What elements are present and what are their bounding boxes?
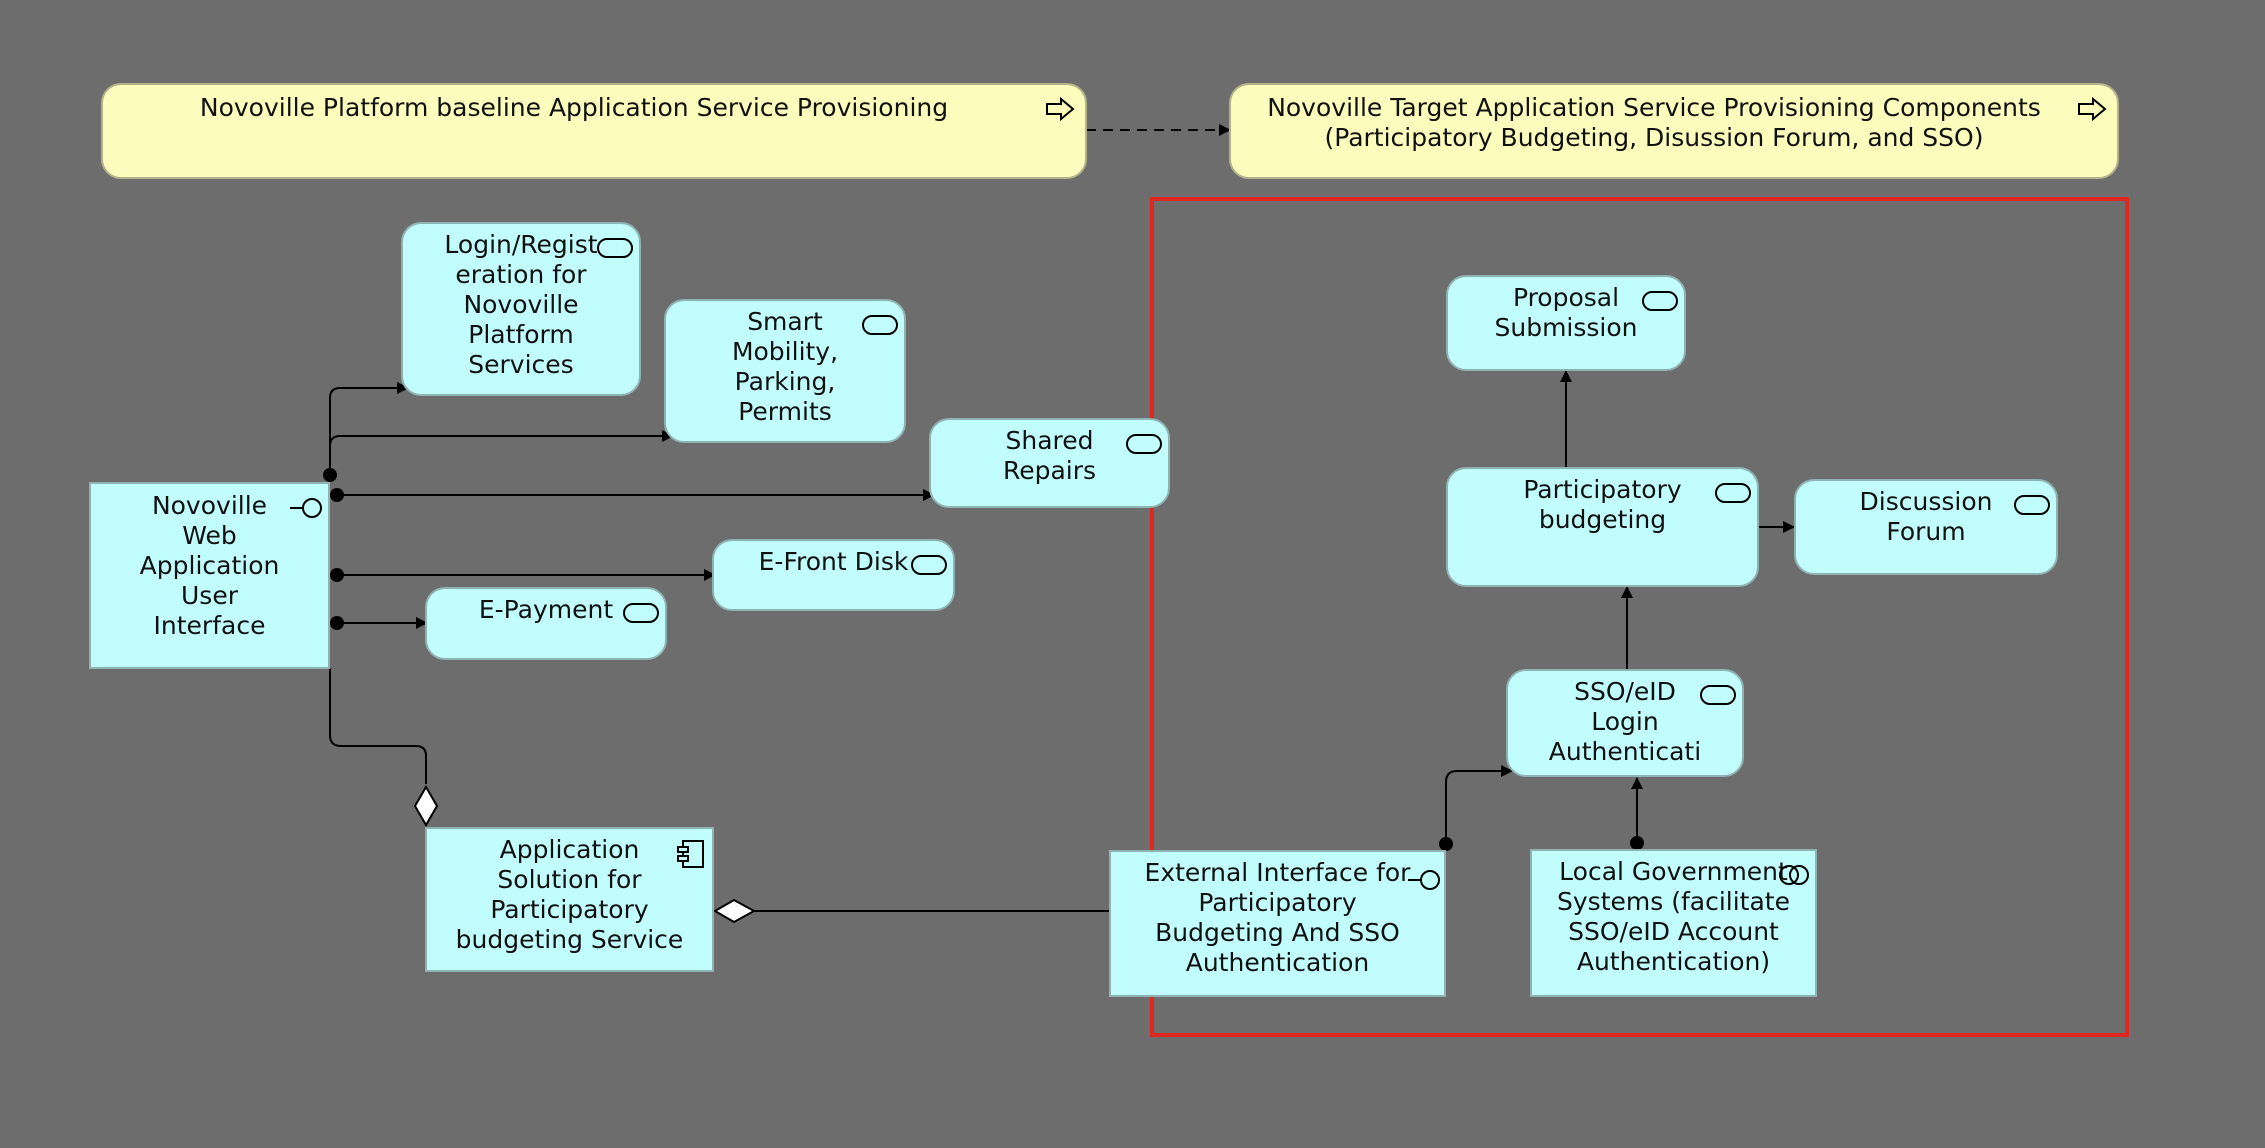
epayment-service-node[interactable]: E-Payment <box>425 587 667 660</box>
aggregation-diamond <box>713 898 757 924</box>
service-icon <box>1124 432 1164 456</box>
discussion-forum-service-node[interactable]: Discussion Forum <box>1794 479 2058 575</box>
proposal-submission-service-label: Proposal Submission <box>1494 283 1638 342</box>
external-interface-label: External Interface for Participatory Bud… <box>1144 858 1411 977</box>
service-icon <box>595 236 635 260</box>
junction-dot <box>1630 836 1644 850</box>
web-ui-to-login-connector <box>329 382 409 475</box>
junction-dot <box>1439 837 1453 851</box>
web-ui-interface-node[interactable]: Novoville Web Application User Interface <box>89 482 330 669</box>
plateau-target[interactable]: Novoville Target Application Service Pro… <box>1229 83 2119 179</box>
login-service-label: Login/Regist eration for Novoville Platf… <box>444 230 598 379</box>
proposal-submission-service-node[interactable]: Proposal Submission <box>1446 275 1686 371</box>
smart-mobility-service-node[interactable]: Smart Mobility, Parking, Permits <box>664 299 906 443</box>
epayment-service-label: E-Payment <box>478 595 614 624</box>
login-service-node[interactable]: Login/Regist eration for Novoville Platf… <box>401 222 641 396</box>
plateau-target-label: Novoville Target Application Service Pro… <box>1267 93 2041 152</box>
service-icon <box>1640 289 1680 313</box>
interface-icon <box>288 496 324 520</box>
participatory-budgeting-service-node[interactable]: Participatory budgeting <box>1446 467 1759 587</box>
service-icon <box>860 313 900 337</box>
service-icon <box>909 553 949 577</box>
web-ui-to-smart-mobility-connector <box>329 430 674 475</box>
local-gov-collaboration-label: Local Government Systems (facilitate SSO… <box>1557 857 1790 976</box>
discussion-forum-service-label: Discussion Forum <box>1859 487 1993 546</box>
plateau-arrow-icon <box>1039 97 1079 121</box>
sso-service-label: SSO/eID Login Authenticati <box>1548 677 1702 766</box>
junction-dot <box>330 568 344 582</box>
plateau-baseline-label: Novoville Platform baseline Application … <box>199 93 949 122</box>
service-icon <box>2012 493 2052 517</box>
sso-service-node[interactable]: SSO/eID Login Authenticati <box>1506 669 1744 777</box>
external-interface-to-sso-connector <box>1445 765 1513 844</box>
smart-mobility-service-label: Smart Mobility, Parking, Permits <box>731 307 839 426</box>
component-icon <box>674 839 708 871</box>
junction-dot <box>330 488 344 502</box>
shared-repairs-service-node[interactable]: Shared Repairs <box>929 418 1170 508</box>
junction-dot <box>323 468 337 482</box>
app-solution-component-label: Application Solution for Participatory b… <box>455 835 684 954</box>
external-interface-node[interactable]: External Interface for Participatory Bud… <box>1109 850 1446 997</box>
plateau-baseline[interactable]: Novoville Platform baseline Application … <box>101 83 1087 179</box>
efront-disk-service-label: E-Front Disk <box>758 547 909 576</box>
service-icon <box>1713 481 1753 505</box>
junction-dot <box>330 616 344 630</box>
web-ui-to-app-solution-aggregation <box>329 668 427 784</box>
local-gov-collaboration-node[interactable]: Local Government Systems (facilitate SSO… <box>1530 849 1817 997</box>
participatory-budgeting-service-label: Participatory budgeting <box>1523 475 1682 534</box>
efront-disk-service-node[interactable]: E-Front Disk <box>712 539 955 611</box>
shared-repairs-service-label: Shared Repairs <box>1002 426 1097 485</box>
web-ui-interface-label: Novoville Web Application User Interface <box>139 491 280 640</box>
service-icon <box>1698 683 1738 707</box>
plateau-arrow-icon <box>2071 97 2111 121</box>
collaboration-icon <box>1775 863 1813 887</box>
target-highlight-frame <box>1150 197 2129 1037</box>
interface-icon <box>1406 868 1442 892</box>
aggregation-diamond <box>413 785 439 827</box>
app-solution-component-node[interactable]: Application Solution for Participatory b… <box>425 827 714 972</box>
service-icon <box>621 601 661 625</box>
